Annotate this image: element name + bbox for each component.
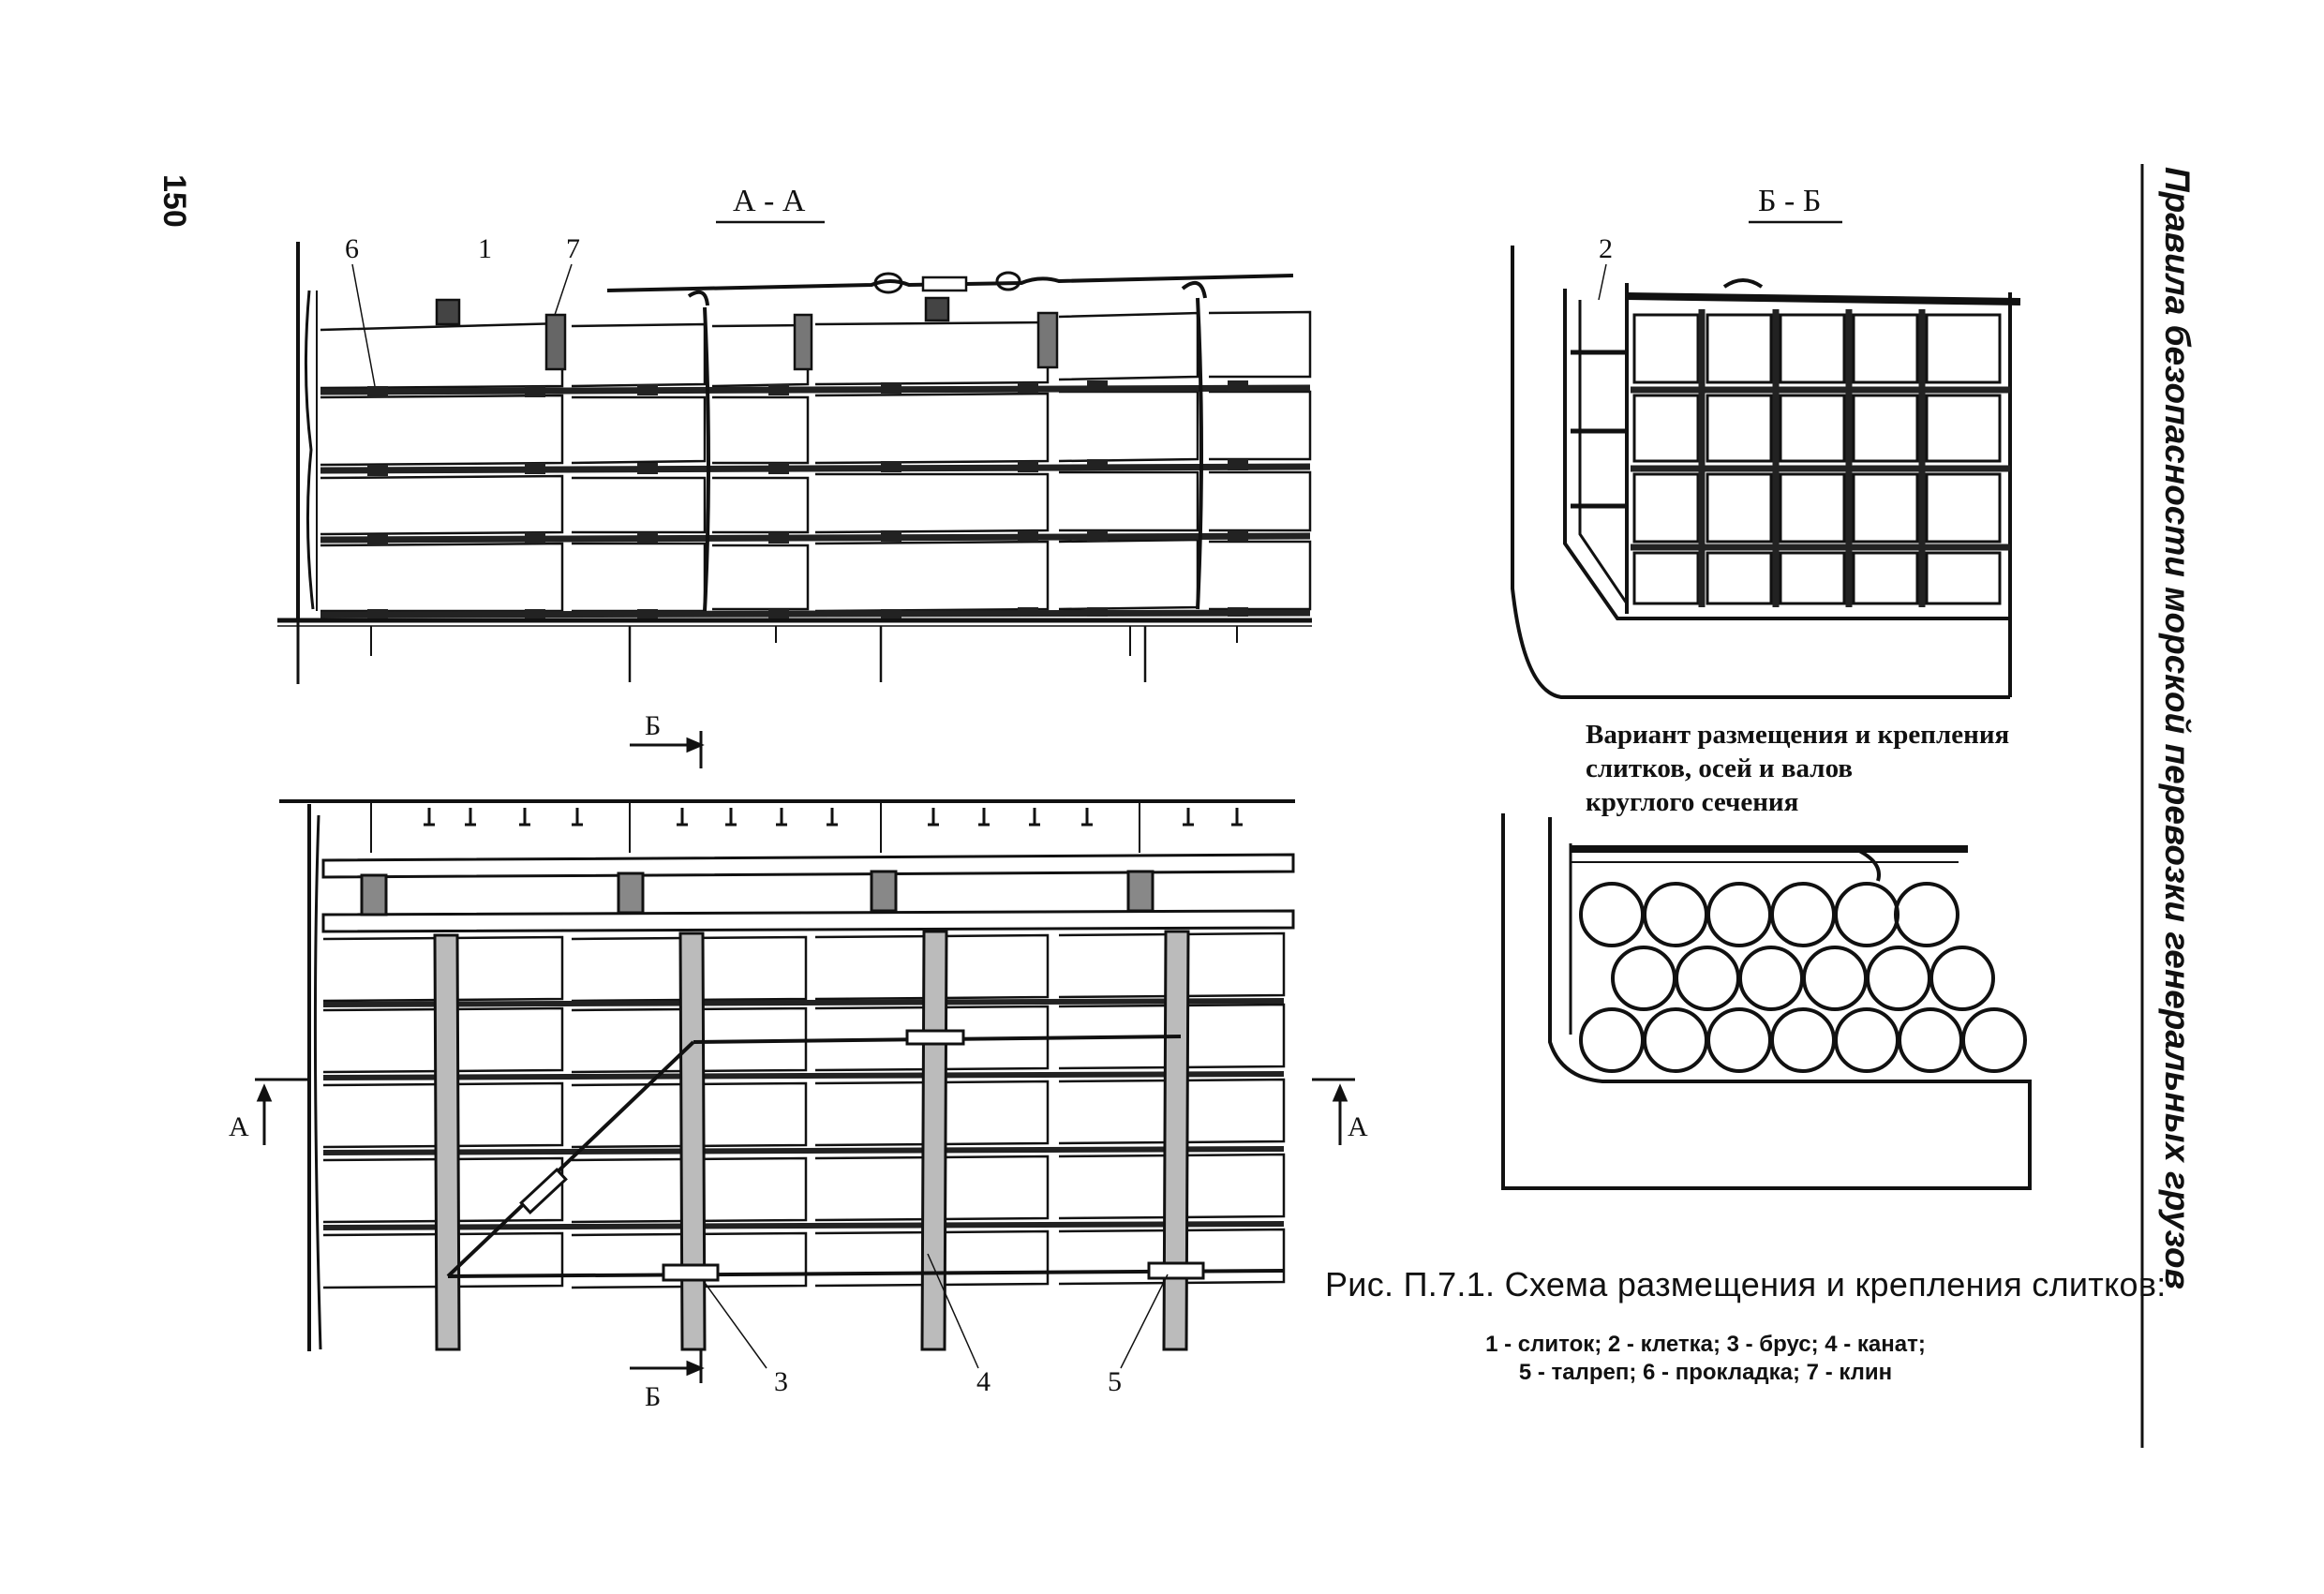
legend-line-1: 1 - слиток; 2 - клетка; 3 - брус; 4 - ка… — [1485, 1332, 1926, 1357]
variant-line-2: слитков, осей и валов — [1586, 753, 1854, 783]
variant-line-3: круглого сечения — [1586, 787, 1799, 817]
callout-4: 4 — [976, 1366, 991, 1397]
figure-legend: 1 - слиток; 2 - клетка; 3 - брус; 4 - ка… — [1378, 1331, 2034, 1387]
running-header: Правила безопасности морской перевозки г… — [2158, 167, 2197, 1289]
variant-line-1: Вариант размещения и крепления — [1586, 720, 2010, 750]
view-round — [1501, 813, 2032, 1190]
cut-a-right-label: А — [1348, 1111, 1368, 1142]
callout-3: 3 — [774, 1366, 788, 1397]
cut-b-top-label: Б — [645, 710, 661, 741]
variant-text: Вариант размещения и крепления слитков, … — [1586, 718, 2009, 819]
view-aa — [277, 220, 1312, 684]
cut-a-left-label: А — [229, 1111, 249, 1142]
section-aa-label: А - А — [733, 184, 806, 218]
callout-7: 7 — [566, 233, 580, 264]
callout-6: 6 — [345, 233, 359, 264]
view-bb — [1511, 220, 2021, 699]
view-plan — [255, 731, 1355, 1383]
callout-1: 1 — [478, 233, 492, 264]
section-bb-label: Б - Б — [1758, 184, 1821, 218]
figure-caption: Рис. П.7.1. Схема размещения и крепления… — [1325, 1265, 2167, 1304]
page-number: 150 — [156, 174, 192, 228]
legend-line-2: 5 - талреп; 6 - прокладка; 7 - клин — [1518, 1360, 1893, 1385]
callout-2: 2 — [1599, 233, 1613, 264]
callout-5: 5 — [1108, 1366, 1122, 1397]
cut-b-bottom-label: Б — [645, 1381, 661, 1412]
